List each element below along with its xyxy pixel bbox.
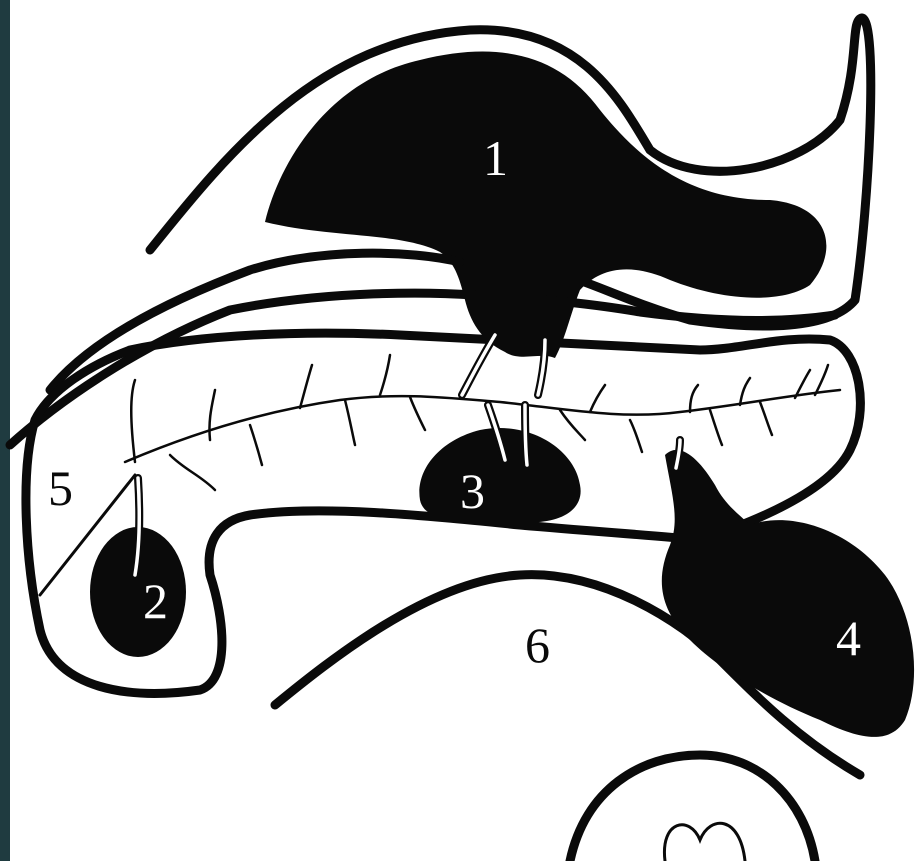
label-6: 6: [525, 617, 550, 673]
label-4: 4: [836, 610, 861, 666]
label-5: 5: [48, 460, 73, 516]
label-3: 3: [460, 463, 485, 519]
label-2: 2: [143, 573, 168, 629]
label-1: 1: [483, 130, 508, 186]
